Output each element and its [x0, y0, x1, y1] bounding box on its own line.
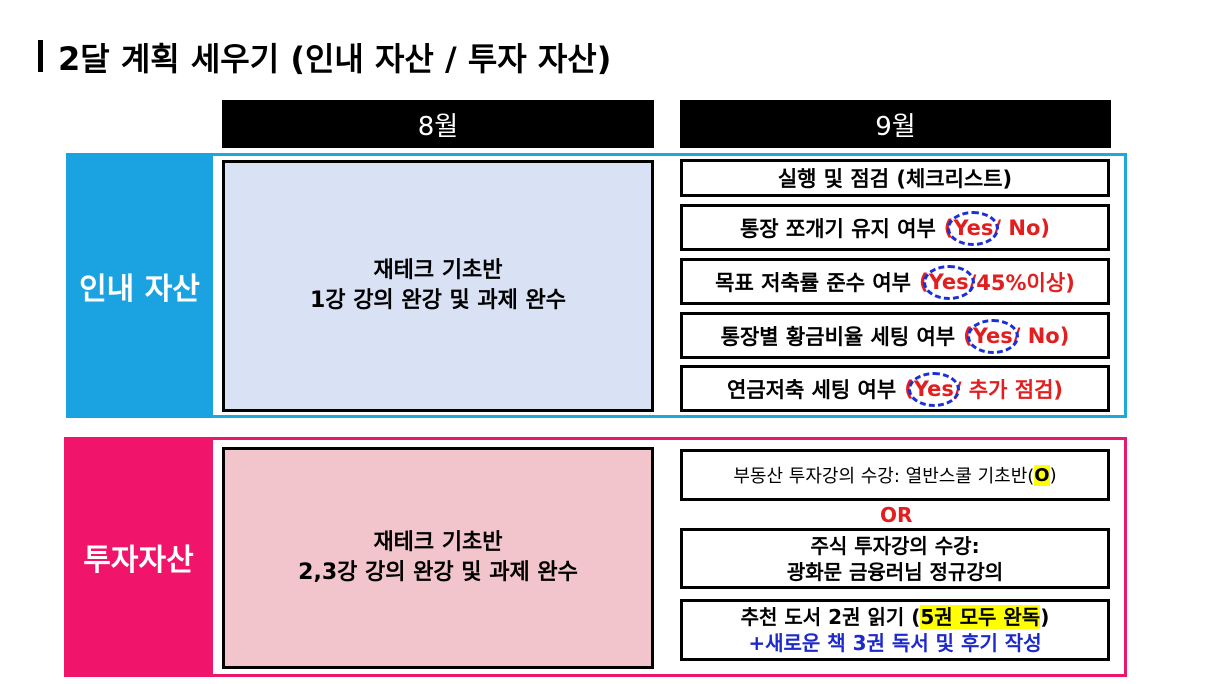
- checklist-item-rest: / No): [993, 215, 1051, 240]
- stock-course-line2: 광화문 금융러님 정규강의: [786, 559, 1004, 584]
- or-label: OR: [880, 503, 913, 527]
- investment-main-box: 재테크 기초반 2,3강 강의 완강 및 과제 완수: [222, 447, 654, 669]
- checklist-item-text: 통장 쪼개기 유지 여부: [739, 216, 936, 241]
- investment-main-line2: 2,3강 강의 완강 및 과제 완수: [298, 560, 578, 585]
- checklist-item-text: 통장별 황금비율 세팅 여부: [720, 324, 956, 349]
- realestate-course-box: 부동산 투자강의 수강: 열반스쿨 기초반(O ): [680, 449, 1110, 501]
- checklist-item-text: 목표 저축률 준수 여부: [715, 270, 911, 295]
- selection-circle-icon: [922, 264, 975, 300]
- reading-box: 추천 도서 2권 읽기 (5권 모두 완독) +새로운 책 3권 독서 및 후기…: [680, 599, 1110, 661]
- patience-main-box: 재테크 기초반 1강 강의 완강 및 과제 완수: [222, 160, 654, 412]
- page-title: 2달 계획 세우기 (인내 자산 / 투자 자산): [58, 40, 612, 78]
- reading-text: 추천 도서 2권 읽기 (: [740, 605, 921, 629]
- checklist-header: 실행 및 점검 (체크리스트): [680, 159, 1110, 197]
- completion-mark: O: [1034, 464, 1050, 486]
- checklist-item: 통장 쪼개기 유지 여부 ( Yes / No): [680, 204, 1110, 251]
- checklist-item-text: 연금저축 세팅 여부: [727, 377, 897, 402]
- title-bar-accent: [38, 40, 43, 72]
- selection-circle-icon: [947, 210, 1000, 246]
- selection-circle-icon: [907, 371, 960, 407]
- checklist-item-rest: /45%이상): [968, 270, 1075, 295]
- patience-section-label: 인내 자산: [66, 153, 213, 418]
- investment-section-label: 투자자산: [64, 437, 213, 677]
- patience-main-line1: 재테크 기초반: [373, 258, 503, 283]
- stock-course-line1: 주식 투자강의 수강:: [810, 533, 980, 558]
- checklist-header-text: 실행 및 점검 (체크리스트): [777, 167, 1013, 191]
- reading-highlight: 5권 모두 완독: [920, 605, 1041, 629]
- checklist-item: 통장별 황금비율 세팅 여부 ( Yes / No): [680, 312, 1110, 359]
- checklist-item: 연금저축 세팅 여부 ( Yes / 추가 점검): [680, 365, 1110, 412]
- reading-close: ): [1040, 605, 1050, 629]
- realestate-course-text: 부동산 투자강의 수강: 열반스쿨 기초반(: [733, 466, 1035, 487]
- patience-main-line2: 1강 강의 완강 및 과제 완수: [309, 288, 566, 313]
- reading-line2: +새로운 책 3권 독서 및 후기 작성: [748, 631, 1042, 655]
- checklist-item-yes: Yes: [966, 318, 1019, 354]
- checklist-item-yes: Yes: [922, 264, 975, 300]
- stock-course-box: 주식 투자강의 수강: 광화문 금융러님 정규강의: [680, 528, 1110, 589]
- month-header-sep: 9월: [680, 100, 1111, 148]
- checklist-item-yes: Yes: [907, 371, 960, 407]
- checklist-item-rest: / No): [1012, 323, 1070, 348]
- checklist-item-yes: Yes: [947, 210, 1000, 246]
- checklist-item: 목표 저축률 준수 여부 ( Yes /45%이상): [680, 258, 1110, 305]
- checklist-item-rest: / 추가 점검): [953, 377, 1063, 402]
- realestate-course-close: ): [1049, 464, 1057, 486]
- selection-circle-icon: [966, 318, 1019, 354]
- reading-line1: 추천 도서 2권 읽기 (5권 모두 완독): [740, 604, 1050, 630]
- month-header-aug: 8월: [222, 100, 654, 148]
- investment-main-line1: 재테크 기초반: [373, 530, 503, 555]
